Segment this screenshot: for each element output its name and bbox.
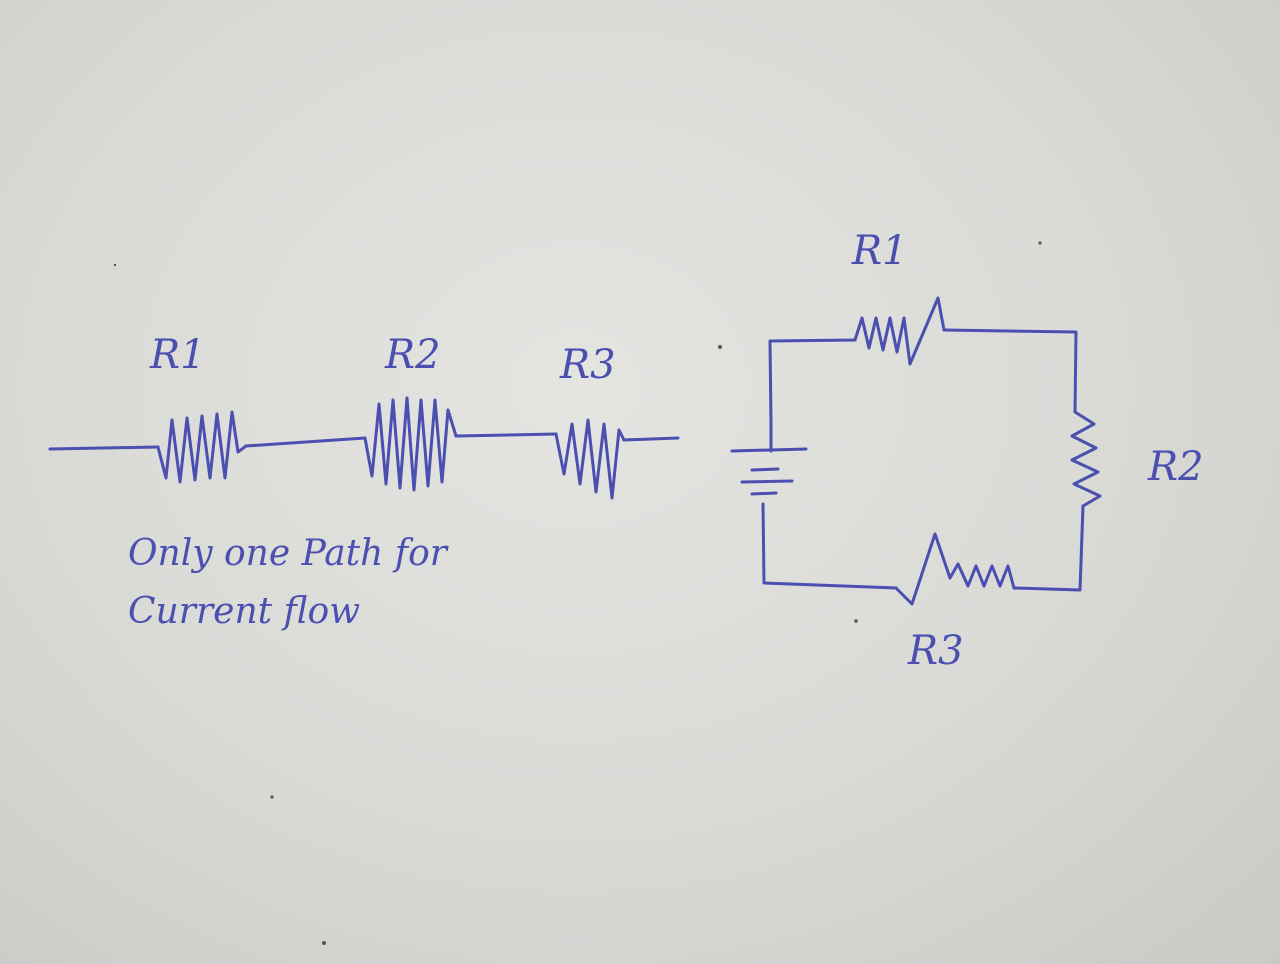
- loop-label-r2: R2: [1148, 444, 1204, 490]
- series-resistor-r2: [363, 396, 458, 492]
- series-resistor-r1: [156, 410, 248, 484]
- battery-long-plate-2: [740, 479, 794, 484]
- series-wire-r2-r3: [454, 432, 558, 438]
- speck: [322, 941, 326, 945]
- loop-resistor-r3: [894, 532, 1016, 606]
- note-line-2: Current flow: [128, 591, 361, 632]
- speck: [718, 345, 722, 349]
- loop-wire-right-bottom: [1012, 504, 1085, 592]
- loop-resistor-r2: [1070, 410, 1102, 508]
- battery-short-plate-1: [750, 467, 780, 472]
- series-label-r3: R3: [560, 342, 616, 388]
- battery-short-plate-2: [750, 491, 778, 496]
- speck: [270, 795, 274, 799]
- battery-long-plate: [730, 447, 808, 453]
- loop-wire-top-right: [942, 328, 1078, 414]
- series-wire-right: [622, 436, 680, 442]
- series-label-r1: R1: [150, 332, 206, 378]
- loop-label-r1: R1: [852, 228, 908, 274]
- note-line-1: Only one Path for: [128, 533, 447, 574]
- loop-wire-bottom-left: [761, 502, 898, 590]
- loop-wire-top-left: [768, 338, 857, 426]
- speck: [854, 619, 858, 623]
- speck: [113, 263, 117, 267]
- loop-resistor-r1: [853, 296, 946, 366]
- series-wire-left: [48, 445, 160, 451]
- series-label-r2: R2: [385, 332, 441, 378]
- series-resistor-r3: [554, 418, 626, 500]
- speck: [1038, 241, 1042, 245]
- series-wire-r1-r2: [244, 436, 367, 448]
- loop-label-r3: R3: [908, 628, 964, 674]
